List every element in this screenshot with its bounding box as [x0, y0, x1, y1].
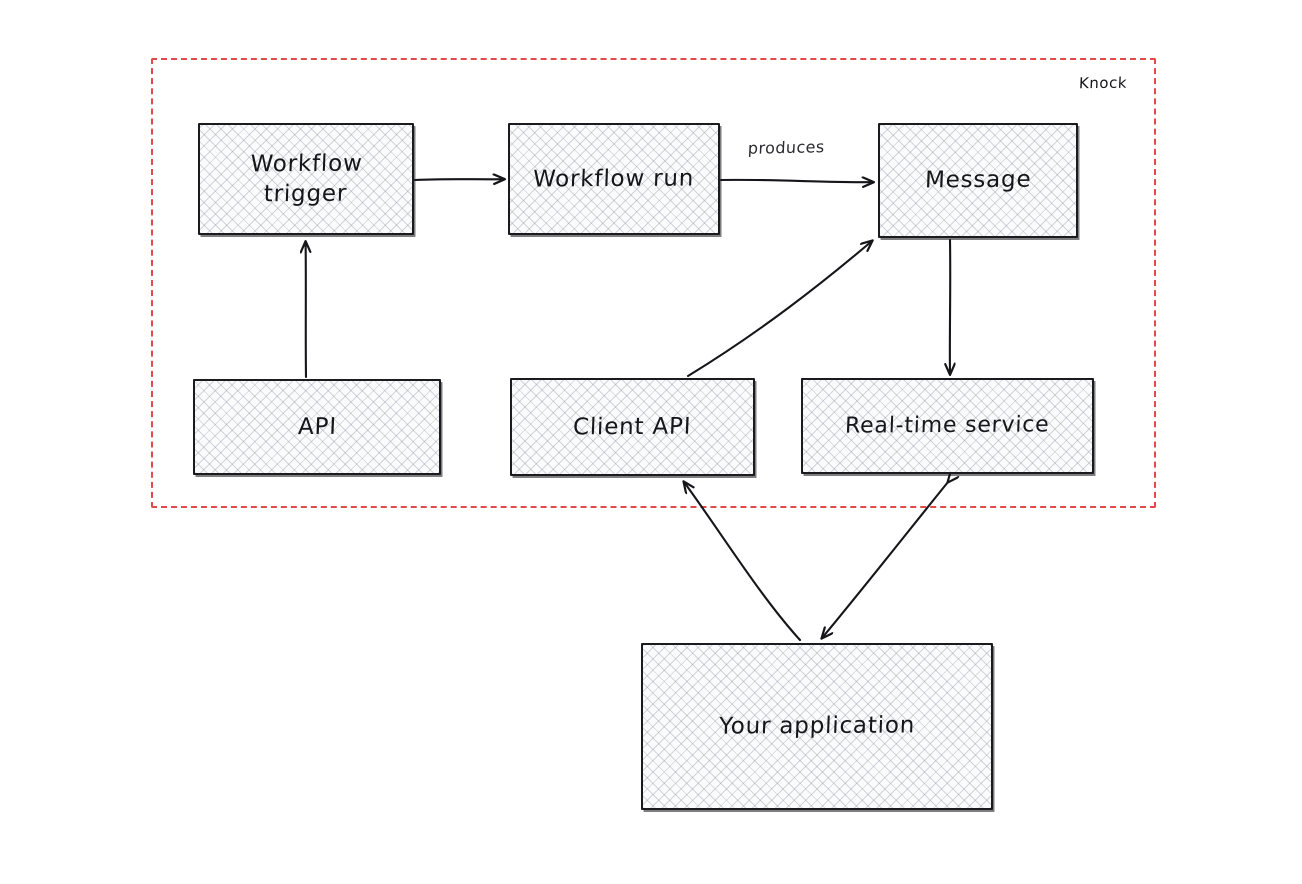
node-workflow-run-label: Workflow run — [532, 165, 696, 193]
node-your-application[interactable]: Your application — [641, 643, 993, 810]
node-workflow-trigger-label: Workflow trigger — [250, 150, 364, 208]
edge-label-produces: produces — [747, 137, 826, 158]
node-message-label: Message — [924, 166, 1032, 194]
node-client-api-label: Client API — [572, 413, 693, 441]
node-real-time-service[interactable]: Real-time service — [801, 378, 1094, 474]
node-workflow-run[interactable]: Workflow run — [508, 123, 720, 235]
node-client-api[interactable]: Client API — [510, 378, 755, 476]
node-real-time-service-label: Real-time service — [844, 412, 1051, 440]
edge-trigger-to-run — [413, 179, 504, 180]
edge-realtime-to-app — [822, 482, 948, 638]
node-your-application-label: Your application — [718, 712, 916, 740]
node-api-label: API — [297, 413, 337, 440]
edge-client-to-message — [686, 241, 872, 378]
edge-app-to-client — [684, 482, 802, 642]
node-workflow-trigger[interactable]: Workflow trigger — [198, 123, 414, 235]
edge-run-to-message — [719, 180, 873, 182]
knock-boundary-group — [151, 58, 1156, 508]
node-api[interactable]: API — [193, 379, 441, 475]
node-message[interactable]: Message — [878, 123, 1078, 238]
